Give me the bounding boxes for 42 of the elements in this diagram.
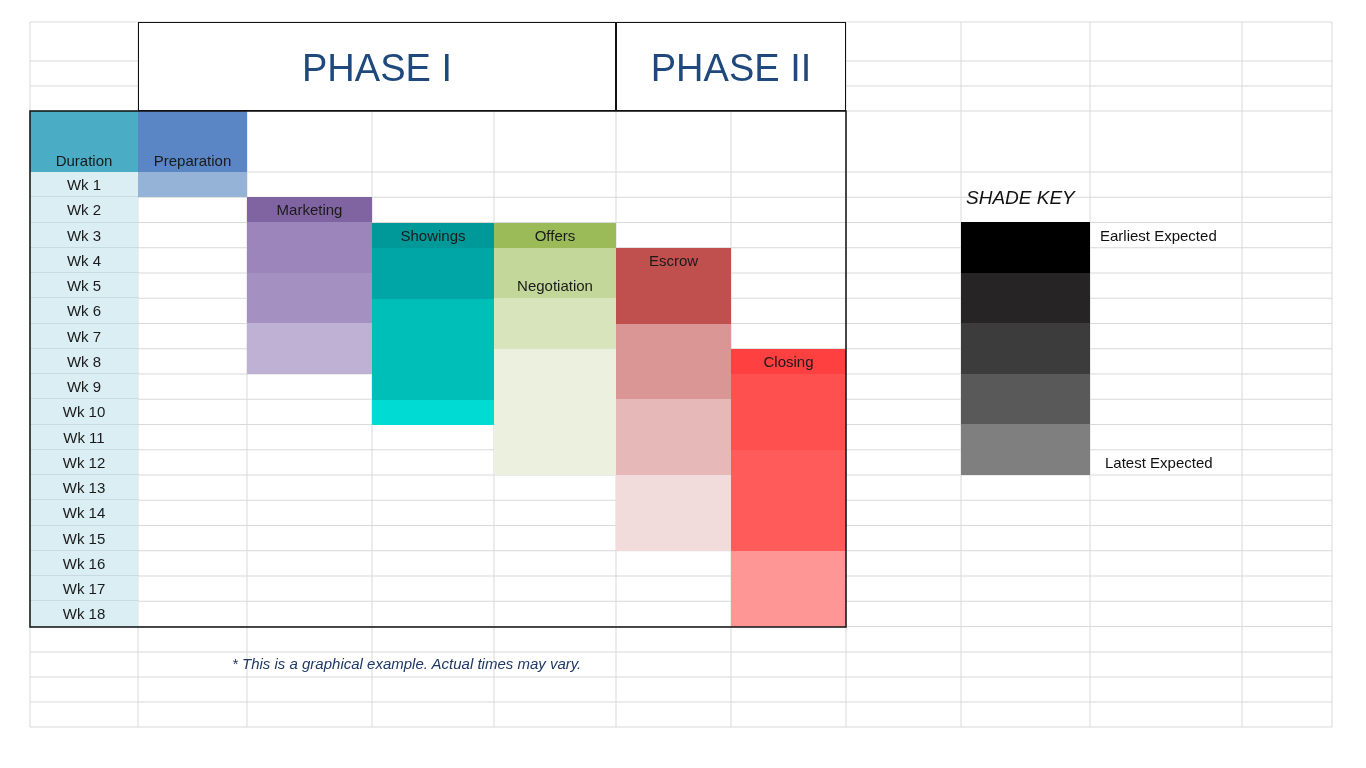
task-bar <box>494 247 616 475</box>
week-cell: Wk 11 <box>30 424 138 450</box>
week-cell: Wk 1 <box>30 172 138 198</box>
week-cell: Wk 5 <box>30 273 138 299</box>
task-label: Showings <box>399 225 467 246</box>
week-cell: Wk 14 <box>30 500 138 526</box>
phase-header <box>138 22 616 111</box>
phase-title: PHASE II <box>649 46 813 91</box>
week-cell: Wk 17 <box>30 576 138 602</box>
column-header <box>30 111 138 172</box>
week-cell: Wk 3 <box>30 222 138 248</box>
footnote: * This is a graphical example. Actual times may vary. <box>232 655 582 672</box>
task-bar <box>247 197 372 374</box>
task-label: Negotiation <box>516 275 594 296</box>
task-bar <box>731 348 846 627</box>
phase-title: PHASE I <box>301 46 453 91</box>
task-label: Escrow <box>647 250 700 271</box>
legend-label: Earliest Expected <box>1100 227 1217 244</box>
task-bar <box>616 247 731 551</box>
task-bar <box>494 222 616 248</box>
task-label: Duration <box>54 151 114 171</box>
task-label: Closing <box>762 351 815 372</box>
week-cell: Wk 18 <box>30 601 138 627</box>
week-cell: Wk 16 <box>30 550 138 576</box>
legend-label: Latest Expected <box>1105 454 1213 471</box>
week-cell: Wk 6 <box>30 298 138 324</box>
week-cell: Wk 7 <box>30 323 138 349</box>
task-bar <box>372 222 494 425</box>
task-label: Offers <box>533 225 577 246</box>
task-label: Preparation <box>152 151 233 171</box>
legend-title: SHADE KEY <box>966 187 1075 209</box>
week-cell: Wk 4 <box>30 247 138 273</box>
task-label: Marketing <box>275 200 344 221</box>
week-cell: Wk 13 <box>30 475 138 501</box>
week-cell: Wk 15 <box>30 525 138 551</box>
week-cell: Wk 12 <box>30 449 138 475</box>
week-cell: Wk 10 <box>30 399 138 425</box>
week-cell: Wk 9 <box>30 374 138 400</box>
week-cell: Wk 8 <box>30 348 138 374</box>
task-bar <box>138 111 247 198</box>
phase-header <box>616 22 846 111</box>
week-cell: Wk 2 <box>30 197 138 223</box>
